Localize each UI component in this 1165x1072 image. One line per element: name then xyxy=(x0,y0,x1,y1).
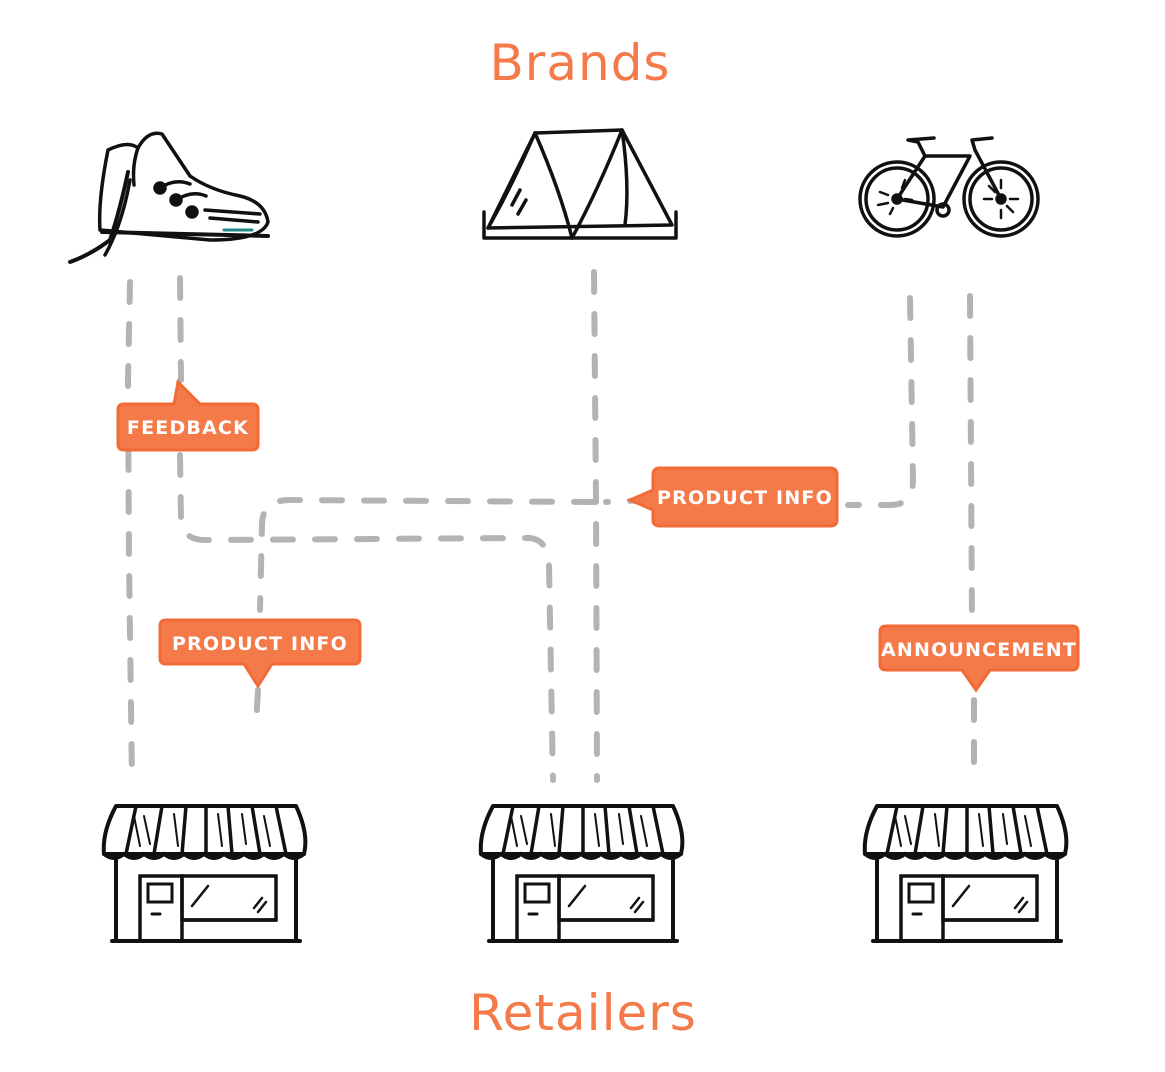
product-info-tag-left: PRODUCT INFO xyxy=(158,618,362,689)
tent-icon xyxy=(482,128,678,240)
bicycle-icon xyxy=(858,136,1040,238)
connector-tent-to-retailer-1 xyxy=(253,496,597,728)
product-info-center-label: PRODUCT INFO xyxy=(657,487,833,509)
connector-sneaker-to-retailer-1 xyxy=(124,279,135,783)
sneaker-icon xyxy=(68,131,270,264)
product-info-left-label: PRODUCT INFO xyxy=(172,633,348,655)
connectors xyxy=(124,269,977,783)
feedback-tag: FEEDBACK xyxy=(116,378,260,452)
retailer-1-storefront-icon xyxy=(101,804,308,943)
connector-bike-to-retailer-3 xyxy=(967,293,977,778)
retailer-2-storefront-icon xyxy=(478,804,685,943)
feedback-label: FEEDBACK xyxy=(127,417,249,439)
retailers-title: Retailers xyxy=(469,984,697,1042)
brands-title: Brands xyxy=(489,34,671,92)
announcement-tag: ANNOUNCEMENT xyxy=(878,624,1080,693)
connector-tent-to-retailer-2 xyxy=(591,269,600,783)
product-info-tag-center: PRODUCT INFO xyxy=(626,466,839,528)
retailer-3-storefront-icon xyxy=(862,804,1069,943)
announcement-label: ANNOUNCEMENT xyxy=(881,639,1077,661)
connector-sneaker-to-retailer-2 xyxy=(177,275,556,783)
